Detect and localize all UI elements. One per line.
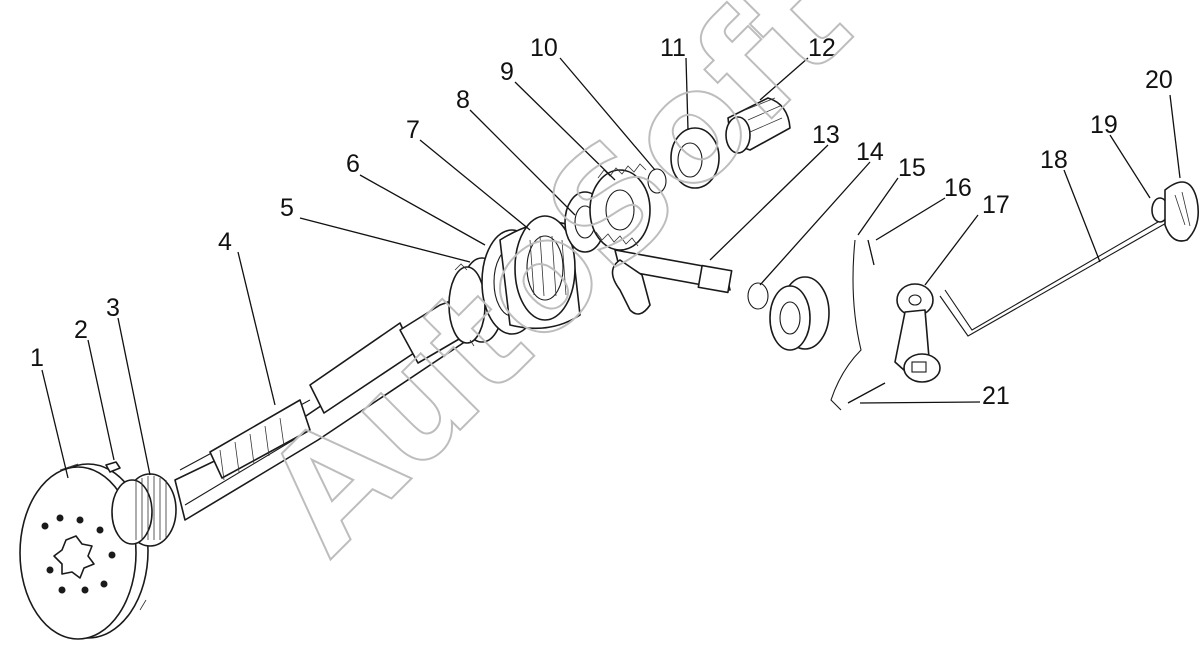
part-20-knob: [1164, 181, 1200, 242]
label-1: 1: [30, 344, 44, 372]
label-6: 6: [346, 150, 360, 178]
part-14-snap-ring: [747, 282, 769, 310]
label-16: 16: [944, 174, 972, 202]
part-15-bearing: [769, 276, 830, 351]
label-20: 20: [1145, 66, 1173, 94]
label-11: 11: [660, 34, 686, 62]
part-7-clutch-drum: [499, 215, 581, 330]
label-9: 9: [500, 58, 514, 86]
part-12-splined-sleeve: [725, 97, 791, 154]
label-2: 2: [74, 316, 88, 344]
leader-lines: [41, 57, 1181, 479]
label-19: 19: [1090, 111, 1118, 139]
part-16-pin: [867, 239, 875, 266]
part-9-double-gear: [589, 163, 651, 251]
part-18-rod: [939, 214, 1171, 337]
part-13-shift-fork: [611, 249, 733, 315]
housing-outline: [830, 239, 862, 411]
part-10-snap-ring: [647, 168, 667, 194]
label-13: 13: [812, 121, 840, 149]
part-21-pin: [847, 382, 886, 404]
label-15: 15: [898, 154, 926, 182]
label-17: 17: [982, 191, 1010, 219]
label-21: 21: [982, 382, 1010, 410]
part-3-splined-bearing: [111, 473, 177, 547]
label-8: 8: [456, 86, 470, 114]
label-3: 3: [106, 294, 120, 322]
label-4: 4: [218, 228, 232, 256]
part-2-bolt: [105, 461, 121, 473]
part-17-lever: [894, 283, 941, 383]
label-5: 5: [280, 194, 294, 222]
label-14: 14: [856, 138, 884, 166]
part-11-bearing-ring: [670, 127, 720, 189]
label-18: 18: [1040, 146, 1068, 174]
part-labels: 1 2 3 4 5 6 7 8 9 10 11 12 13 14 15 16 1…: [30, 34, 1173, 410]
label-10: 10: [530, 34, 558, 62]
label-12: 12: [808, 34, 836, 62]
label-7: 7: [406, 116, 420, 144]
